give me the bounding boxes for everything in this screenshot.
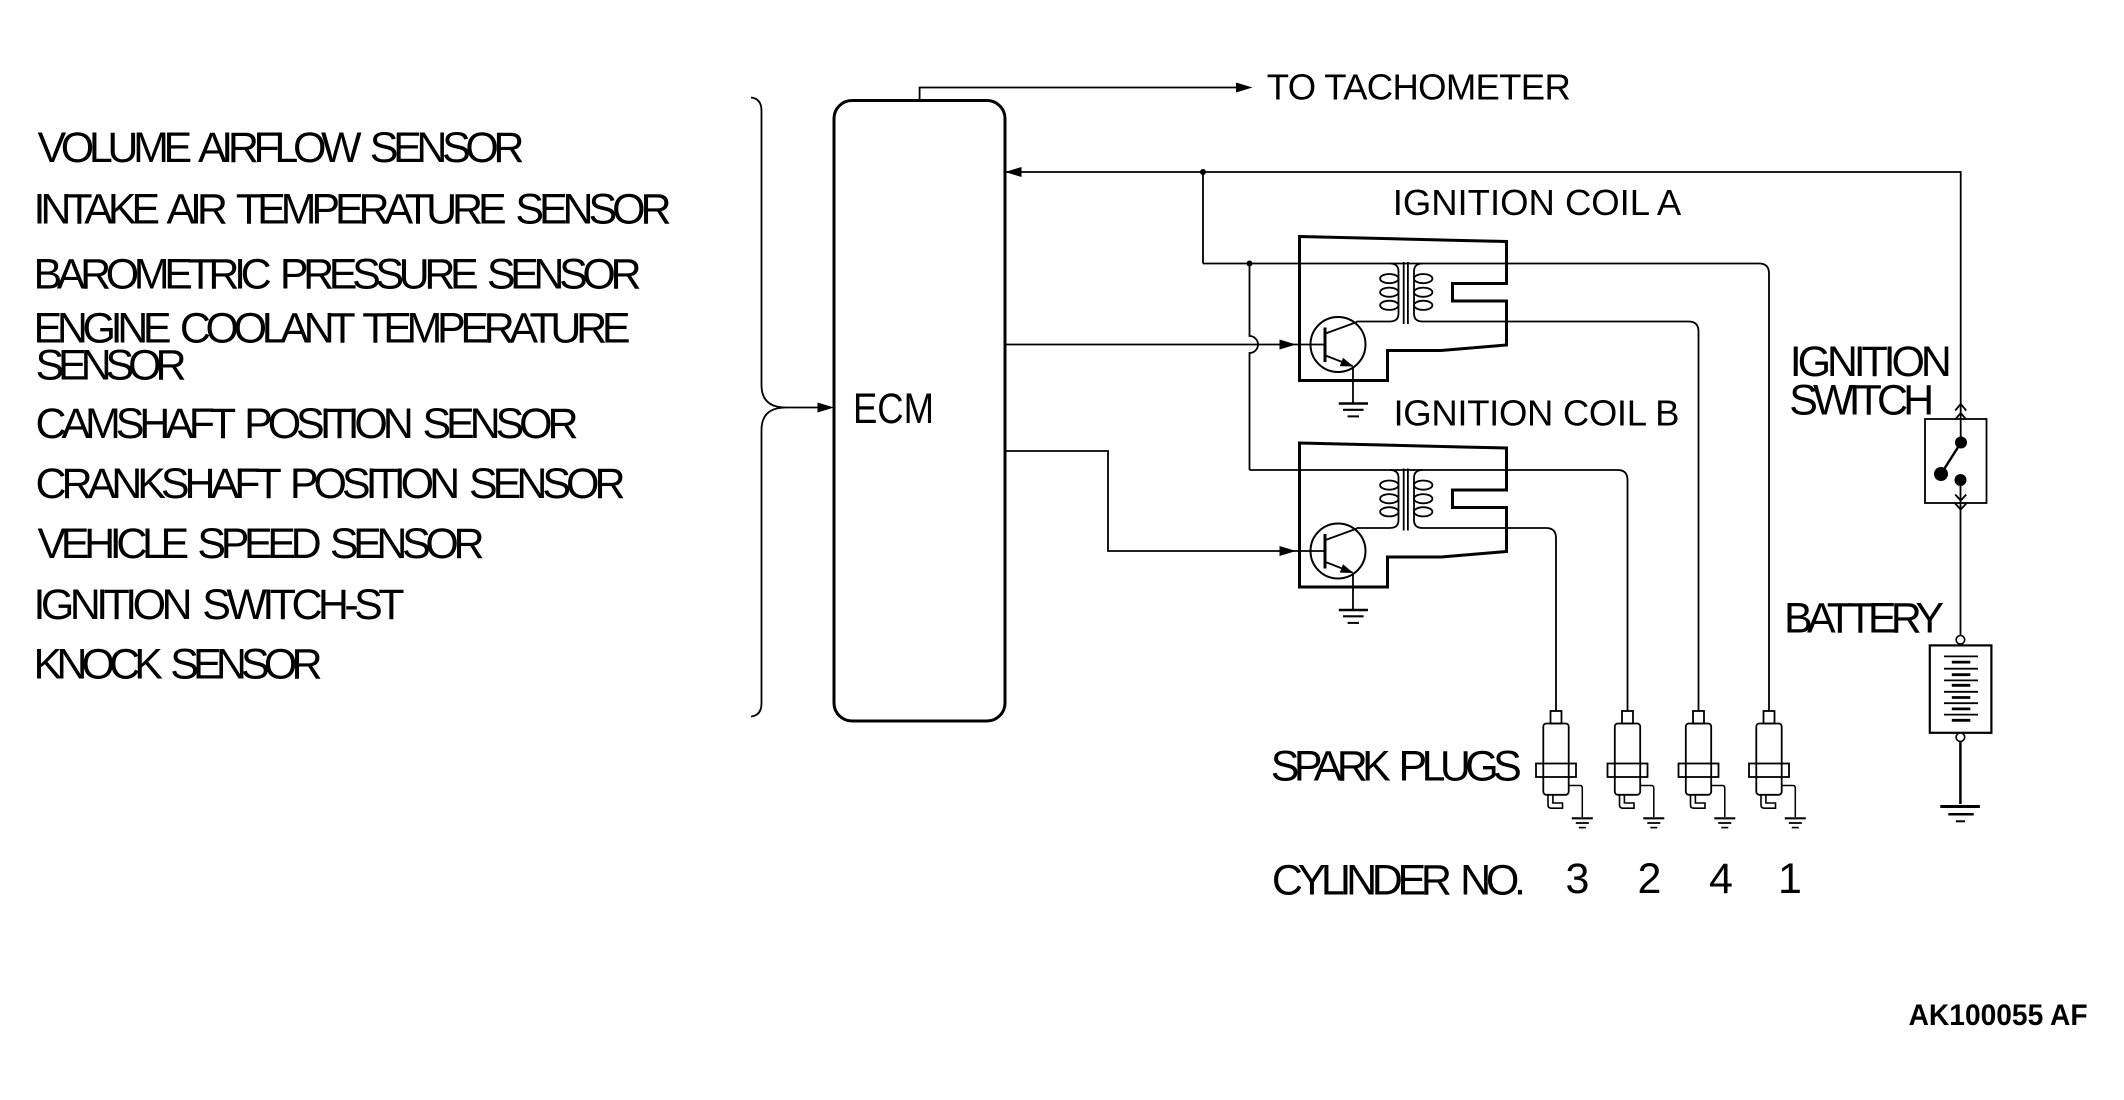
svg-text:VOLUME AIRFLOW SENSOR: VOLUME AIRFLOW SENSOR: [38, 124, 525, 172]
svg-text:IGNITION COIL B: IGNITION COIL B: [1394, 393, 1680, 434]
svg-text:SPARK PLUGS: SPARK PLUGS: [1271, 742, 1522, 790]
svg-text:BATTERY: BATTERY: [1784, 595, 1944, 643]
svg-text:AK100055 AF: AK100055 AF: [1909, 999, 2088, 1032]
svg-text:SWITCH: SWITCH: [1789, 376, 1934, 424]
svg-text:1: 1: [1778, 855, 1802, 903]
svg-text:ECM: ECM: [853, 385, 934, 433]
svg-text:ENGINE COOLANT TEMPERATURE: ENGINE COOLANT TEMPERATURE: [34, 304, 631, 352]
svg-text:CYLINDER NO.: CYLINDER NO.: [1272, 856, 1526, 904]
svg-text:3: 3: [1565, 855, 1589, 903]
svg-text:SENSOR: SENSOR: [36, 341, 187, 389]
svg-text:4: 4: [1709, 855, 1733, 903]
svg-text:CRANKSHAFT POSITION SENSOR: CRANKSHAFT POSITION SENSOR: [36, 460, 626, 508]
svg-text:INTAKE AIR TEMPERATURE SENSOR: INTAKE AIR TEMPERATURE SENSOR: [34, 186, 672, 234]
svg-text:TO TACHOMETER: TO TACHOMETER: [1267, 67, 1571, 108]
svg-text:IGNITION SWITCH-ST: IGNITION SWITCH-ST: [34, 581, 405, 629]
svg-text:IGNITION: IGNITION: [1790, 338, 1952, 386]
svg-text:IGNITION COIL A: IGNITION COIL A: [1393, 182, 1682, 223]
svg-text:KNOCK SENSOR: KNOCK SENSOR: [34, 641, 323, 689]
svg-text:2: 2: [1638, 855, 1662, 903]
svg-text:VEHICLE SPEED SENSOR: VEHICLE SPEED SENSOR: [38, 520, 485, 568]
svg-text:BAROMETRIC PRESSURE SENSOR: BAROMETRIC PRESSURE SENSOR: [34, 250, 642, 298]
svg-text:CAMSHAFT POSITION SENSOR: CAMSHAFT POSITION SENSOR: [36, 400, 579, 448]
